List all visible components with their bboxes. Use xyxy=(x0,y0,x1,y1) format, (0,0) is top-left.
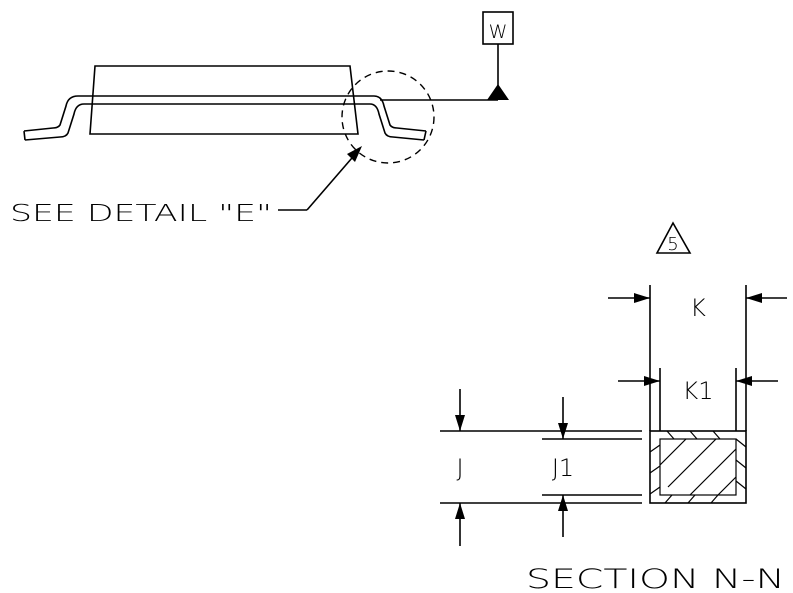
section-n-n: K K1 J J1 SECTION N-N xyxy=(440,285,787,593)
package-body xyxy=(89,65,359,135)
datum-w-label: W xyxy=(489,21,508,43)
package-side-view: W xyxy=(23,11,514,164)
lead-section-core xyxy=(659,438,737,496)
lead-section-outer xyxy=(649,430,747,504)
note-number: 5 xyxy=(667,234,678,255)
j-arrow-bottom-head xyxy=(455,503,465,519)
datum-w-box xyxy=(482,11,514,45)
note-triangle xyxy=(655,221,692,254)
datum-triangle xyxy=(487,84,509,100)
k1-arrow-right-head xyxy=(736,376,752,386)
dim-j-label: J xyxy=(456,454,463,482)
dim-k1-label: K1 xyxy=(682,377,713,405)
detail-callout: SEE DETAIL "E" xyxy=(10,146,362,227)
detail-leader-diagonal xyxy=(306,150,359,211)
left-lead xyxy=(23,95,85,141)
dim-k-label: K xyxy=(690,294,706,322)
detail-callout-label: SEE DETAIL "E" xyxy=(10,201,272,227)
k-arrow-left-head xyxy=(634,293,650,303)
k-arrow-right-head xyxy=(746,293,762,303)
section-hatching xyxy=(649,430,747,504)
j1-arrow-top-head xyxy=(558,423,568,439)
note-flag: 5 xyxy=(655,221,692,255)
dim-j1-label: J1 xyxy=(552,454,574,482)
j1-arrow-bottom-head xyxy=(558,495,568,511)
k1-arrow-left-head xyxy=(644,376,660,386)
j-arrow-top-head xyxy=(455,415,465,431)
section-title: SECTION N-N xyxy=(526,564,785,593)
detail-leader-arrow xyxy=(347,146,362,162)
right-lead xyxy=(369,95,427,141)
detail-e-circle xyxy=(341,70,435,164)
